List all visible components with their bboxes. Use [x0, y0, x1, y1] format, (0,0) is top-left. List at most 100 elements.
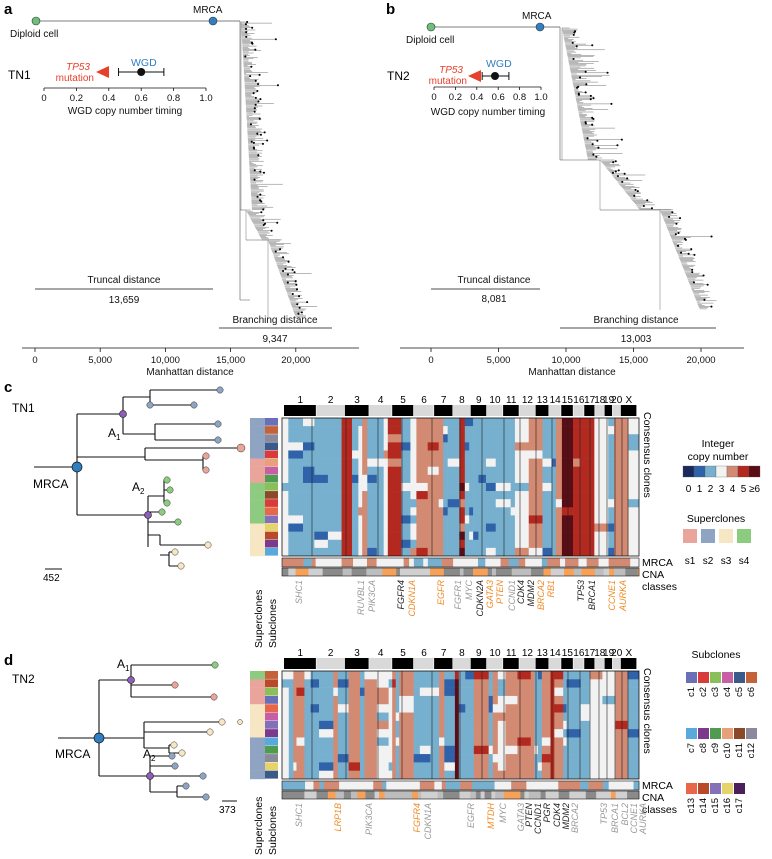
heatmap-cell	[413, 762, 421, 771]
heatmap-cell	[454, 754, 460, 763]
heatmap-cell	[495, 474, 511, 484]
gene-label: AURKA	[618, 580, 628, 612]
cna-class-cell	[335, 791, 345, 799]
heatmap-cell	[473, 720, 489, 730]
subclone-swatch	[698, 728, 709, 739]
superclone-cell	[250, 450, 265, 459]
heatmap-cell	[439, 712, 445, 722]
heatmap-cell	[443, 474, 448, 484]
heatmap-cell	[333, 695, 339, 705]
heatmap-cell	[542, 482, 552, 492]
heatmap-cell	[615, 679, 628, 688]
heatmap-cell	[488, 687, 494, 697]
heatmap-cell	[514, 523, 530, 532]
heatmap-cell	[580, 729, 590, 738]
heatmap-cell	[465, 745, 475, 755]
heatmap-cell	[314, 450, 329, 459]
heatmap-frame-d	[281, 670, 640, 780]
heatmap-cell	[485, 547, 497, 556]
heatmap-cell	[459, 523, 466, 532]
heatmap-cell	[303, 418, 315, 427]
heatmap-cell	[628, 515, 639, 524]
heatmap-cell	[443, 491, 448, 500]
heatmap-cell	[566, 737, 581, 747]
subclone-swatch	[734, 672, 745, 683]
heatmap-cell	[388, 712, 393, 722]
heatmap-cell	[352, 523, 359, 532]
heatmap-cell	[364, 687, 378, 697]
superclone-cell	[250, 770, 265, 780]
heatmap-cell	[359, 679, 365, 688]
cna-class-cell	[396, 568, 401, 576]
heatmap-cell	[488, 695, 494, 705]
heatmap-cell	[288, 458, 304, 468]
copy-number-swatch	[682, 465, 695, 478]
subclone-strip-d	[265, 671, 278, 779]
heatmap-cell	[473, 770, 489, 779]
heatmap-cell	[492, 729, 499, 738]
heatmap-cell	[497, 745, 506, 755]
heatmap-cell	[615, 712, 628, 722]
superclone-cell	[250, 426, 265, 435]
chromosome-block	[486, 658, 503, 669]
mrca-cell	[541, 558, 548, 567]
heatmap-cell	[594, 499, 609, 508]
heatmap-cell	[615, 754, 628, 763]
timing-tick-label: 0.2	[449, 92, 462, 103]
superclone-cell	[250, 762, 265, 771]
heatmap-cell	[401, 434, 411, 443]
chromosome-block	[344, 658, 369, 669]
mrca-cell	[586, 558, 599, 567]
heatmap-cell	[530, 679, 535, 688]
wgd-estimate-point	[490, 72, 499, 80]
heatmap-cell	[427, 442, 439, 451]
timing-tick-label: 0.6	[135, 93, 148, 104]
heatmap-cell	[410, 434, 417, 443]
heatmap-cell	[438, 442, 444, 451]
heatmap-cell	[464, 507, 470, 516]
cna-class-cell	[429, 568, 445, 576]
chromosome-label: 19	[603, 648, 615, 659]
heatmap-cell	[589, 687, 603, 697]
heatmap-cell	[542, 539, 552, 549]
chromosome-block	[573, 405, 584, 416]
wgd-estimate-a	[96, 66, 165, 78]
heatmap-cell	[594, 539, 609, 549]
heatmap-cell	[296, 712, 305, 722]
heatmap-cell	[627, 770, 639, 779]
heatmap-cell	[439, 679, 445, 688]
branching-distance-value: 13,003	[621, 334, 652, 345]
heatmap-cell	[427, 515, 439, 524]
mrca-cell	[288, 558, 301, 567]
heatmap-cell	[580, 754, 590, 763]
heatmap-cell	[352, 499, 359, 508]
chromosome-label: 11	[506, 395, 517, 406]
heatmap-cell	[580, 507, 595, 516]
mrca-node-icon	[93, 732, 105, 744]
heatmap-cell	[459, 418, 466, 427]
heatmap-cell	[541, 762, 551, 771]
heatmap-cell	[608, 491, 615, 500]
cna-row-label-2: classes	[642, 581, 677, 593]
cna-class-cell	[495, 568, 513, 576]
heatmap-cell	[551, 523, 557, 532]
heatmap-cell	[608, 499, 615, 508]
heatmap-cell	[333, 712, 339, 722]
heatmap-cell	[413, 671, 421, 680]
heatmap-cell	[485, 426, 497, 435]
cna-class-cell	[413, 568, 431, 576]
heatmap-cell	[566, 729, 581, 738]
heatmap-cell	[488, 704, 494, 713]
mrca-cell	[445, 781, 461, 790]
heatmap-cell	[454, 679, 460, 688]
clone-node-icon	[202, 793, 210, 801]
timing-tick-label: 0.8	[167, 93, 180, 104]
a2-label: A2	[132, 480, 145, 496]
mrca-label: MRCA	[55, 747, 90, 761]
heatmap-cell	[282, 745, 290, 755]
heatmap-cell	[341, 539, 353, 549]
timing-tick-label: 0	[431, 92, 436, 103]
clone-node-icon	[163, 476, 171, 484]
heatmap-cell	[514, 531, 530, 541]
